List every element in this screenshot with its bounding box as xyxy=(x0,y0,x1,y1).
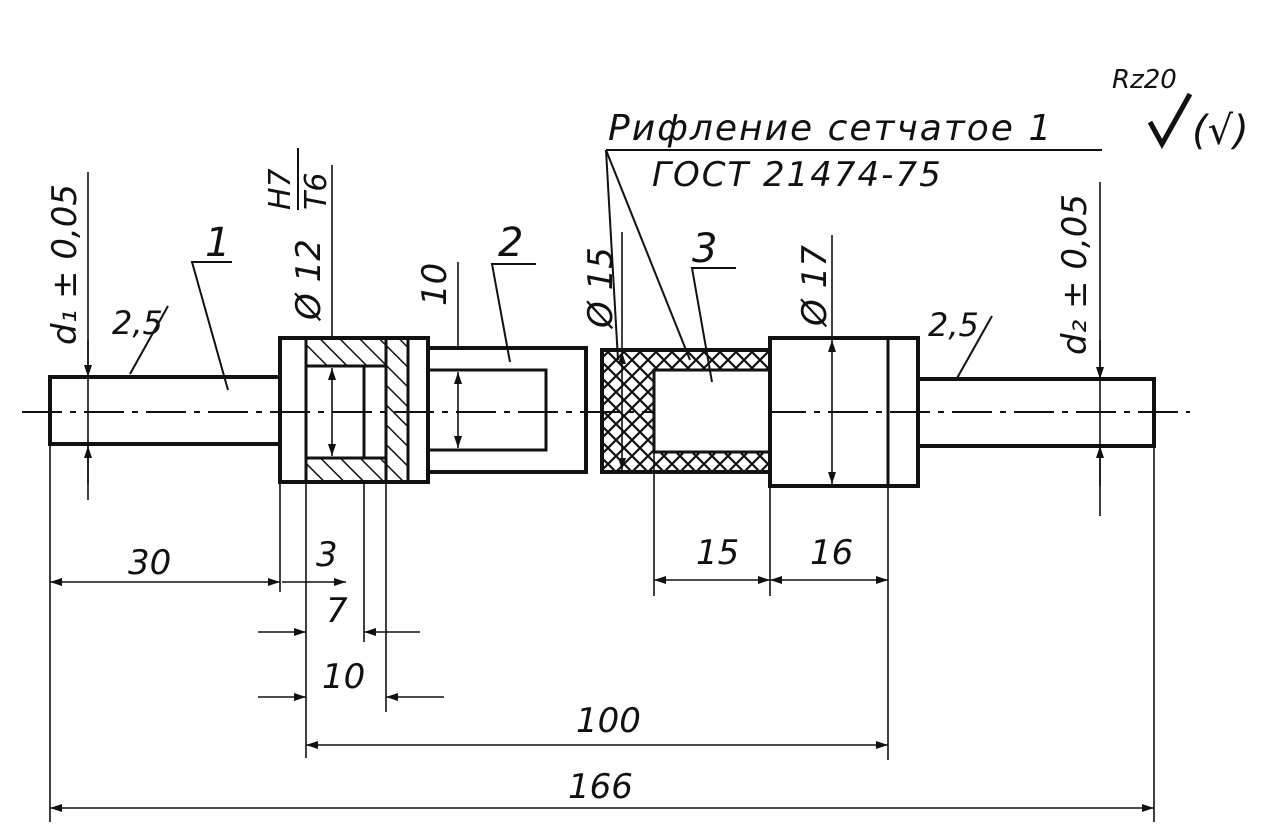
leader-lines xyxy=(129,149,1102,391)
chamfer-left: 2,5 xyxy=(112,304,163,342)
dim-len-30: 30 xyxy=(128,543,171,583)
chamfer-right: 2,5 xyxy=(928,306,979,344)
roughness-symbol: Rz20 (√) xyxy=(1112,65,1249,154)
knurl-note-line1: Рифление сетчатое 1 xyxy=(608,108,1053,149)
roughness-paren-symbol: (√) xyxy=(1192,108,1249,154)
part-number-3: 3 xyxy=(692,226,717,272)
right-shaft xyxy=(916,377,1156,448)
dim-len-16: 16 xyxy=(810,533,853,573)
dim-len-10-vertical: 10 xyxy=(415,263,455,306)
dim-dia-12: Ø 12 xyxy=(289,239,329,322)
extension-lines xyxy=(49,165,1155,822)
dimension-lines xyxy=(50,340,1154,812)
dim-len-100: 100 xyxy=(576,701,641,741)
dim-d2-tolerance: d₂ ± 0,05 xyxy=(1055,194,1095,355)
dim-len-7: 7 xyxy=(326,591,348,631)
part-2-tube xyxy=(426,346,588,474)
dim-dia-17: Ø 17 xyxy=(795,245,835,328)
part-1-left-shaft xyxy=(48,375,282,446)
part-3-knurled-sleeve xyxy=(600,348,772,474)
dim-len-10: 10 xyxy=(322,657,365,697)
part-number-2: 2 xyxy=(498,220,523,266)
dim-dia-15: Ø 15 xyxy=(581,247,621,330)
fit-designation: H7 T6 xyxy=(263,148,334,210)
roughness-value: Rz20 xyxy=(1112,65,1177,95)
knurl-note-line2: ГОСТ 21474-75 xyxy=(652,155,943,195)
part-number-1: 1 xyxy=(205,220,230,266)
dim-len-15: 15 xyxy=(696,533,739,573)
dim-len-3: 3 xyxy=(316,535,338,575)
fit-numerator: H7 xyxy=(263,168,298,210)
dim-len-166: 166 xyxy=(568,767,633,807)
dim-d1-tolerance: d₁ ± 0,05 xyxy=(45,184,85,345)
fit-denominator: T6 xyxy=(299,173,334,210)
part-1-bushing xyxy=(278,336,430,484)
